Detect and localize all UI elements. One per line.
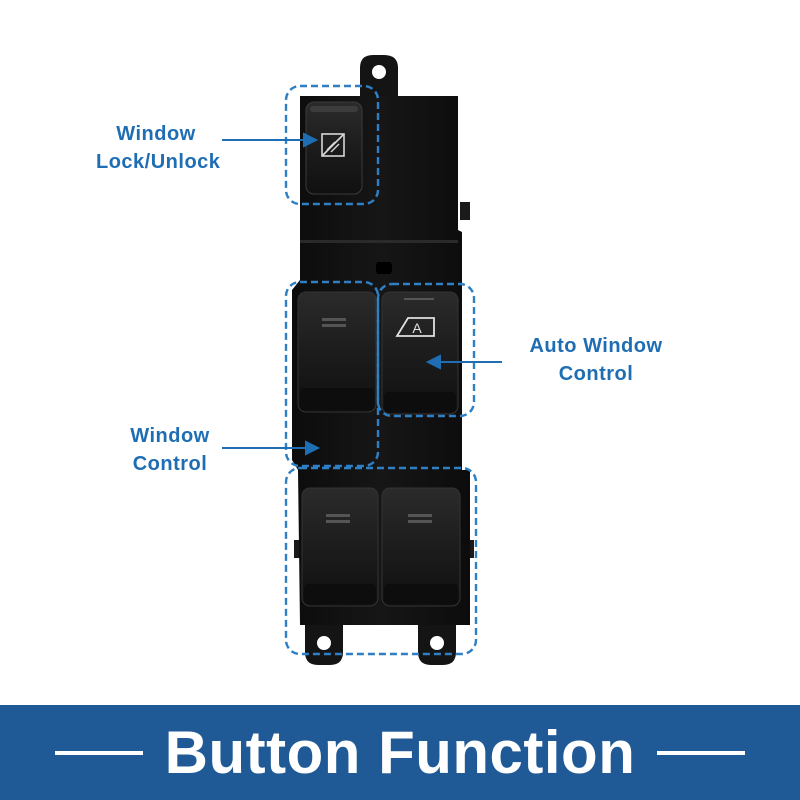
lock-callout: Window Lock/Unlock xyxy=(96,120,221,176)
lock-callout-line2: Lock/Unlock xyxy=(96,151,221,173)
window-control-callout: Window Control xyxy=(110,422,230,478)
auto-arrowhead xyxy=(425,354,441,370)
bottom-right-mounting-tab xyxy=(418,625,456,665)
rear-window-outline xyxy=(284,466,478,656)
window-switch-panel-illustration: A xyxy=(222,55,502,665)
window-callout-line2: Control xyxy=(132,453,208,475)
callout-arrows xyxy=(222,132,502,456)
window-callout-line1: Window xyxy=(130,425,210,447)
window-lock-button xyxy=(305,101,363,195)
front-left-window-button xyxy=(297,291,377,413)
window-lock-icon xyxy=(321,133,345,157)
auto-window-button: A xyxy=(381,291,459,415)
auto-window-glyph: A xyxy=(412,320,422,336)
auto-window-icon: A xyxy=(395,317,435,337)
window-arrowhead xyxy=(305,440,321,456)
lock-arrowhead xyxy=(303,132,319,148)
rear-right-window-button xyxy=(381,487,461,607)
rear-left-window-button xyxy=(301,487,379,607)
title-banner: Button Function xyxy=(0,705,800,800)
banner-right-rule xyxy=(657,750,746,755)
auto-callout-line2: Control xyxy=(558,363,634,385)
bottom-left-mounting-tab xyxy=(305,625,343,665)
banner-left-rule xyxy=(54,750,143,755)
product-photo: A xyxy=(222,55,502,665)
auto-window-outline xyxy=(376,282,476,418)
banner-title: Button Function xyxy=(164,719,636,786)
auto-window-callout: Auto Window Control xyxy=(508,332,684,388)
highlight-outlines xyxy=(284,84,478,656)
auto-callout-line1: Auto Window xyxy=(529,335,663,357)
lock-callout-line1: Window xyxy=(116,123,196,145)
top-mounting-tab xyxy=(360,55,398,96)
